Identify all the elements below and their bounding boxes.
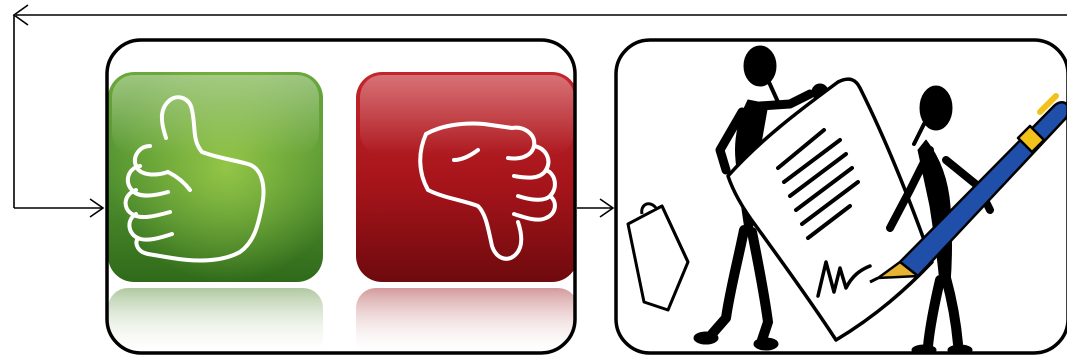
thumbs-down-tile: [356, 72, 578, 358]
tile-gap: [323, 40, 356, 353]
forward-connector: [577, 199, 613, 217]
approval-panel: [107, 40, 578, 358]
agreement-panel: [616, 40, 1067, 355]
